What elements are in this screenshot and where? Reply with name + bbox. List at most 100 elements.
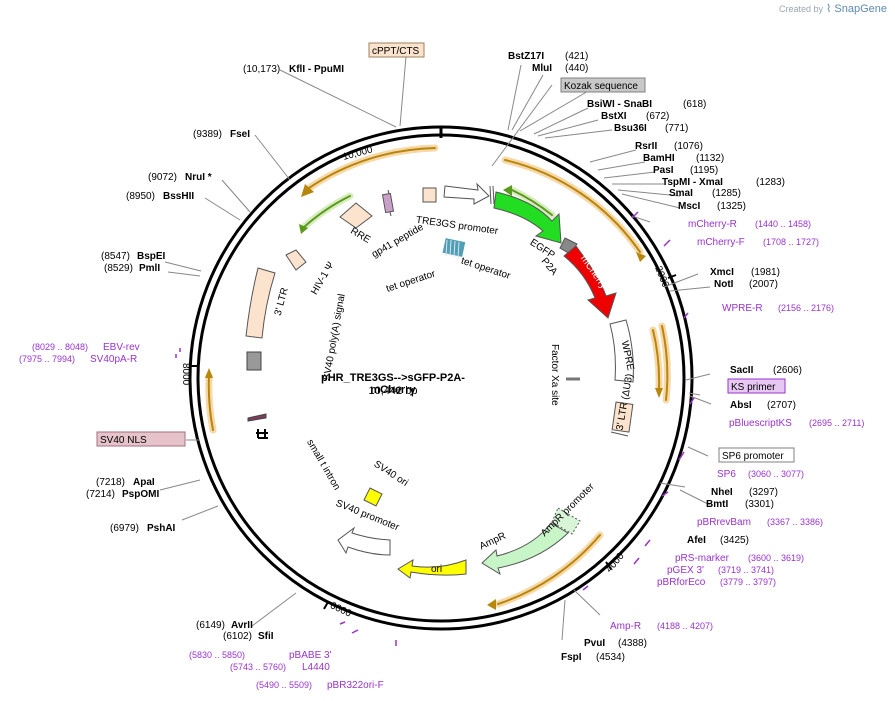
enzyme-pmli: PmlI bbox=[139, 263, 160, 274]
svg-text:(3367 .. 3386): (3367 .. 3386) bbox=[767, 517, 823, 527]
enzyme-kfli-ppumi: KflI - PpuMI bbox=[289, 64, 344, 75]
enzyme-nhei: NheI bbox=[711, 487, 733, 498]
sv40-polya-box bbox=[246, 351, 262, 371]
svg-text:(1440 .. 1458): (1440 .. 1458) bbox=[755, 219, 811, 229]
enzyme-rsrii: RsrII bbox=[635, 141, 657, 152]
enzyme-bspei: BspEI bbox=[137, 251, 166, 262]
boxed-labels: cPPT/CTS Kozak sequence KS primer SP6 pr… bbox=[96, 42, 795, 463]
label-gp41-peptide: gp41 peptide bbox=[370, 222, 426, 261]
boxed-kozak-bg bbox=[560, 77, 646, 93]
primer-pbabe-3: pBABE 3' bbox=[289, 650, 332, 661]
snapgene-logo-icon: ⌇ bbox=[826, 3, 832, 15]
enzyme-msci: MscI bbox=[678, 201, 700, 212]
plasmid-name: pHR_TRE3GS-->sGFP-P2A-mCherry bbox=[321, 372, 465, 396]
enzyme-sacii: SacII bbox=[730, 365, 754, 376]
svg-text:(421): (421) bbox=[565, 51, 588, 62]
enzyme-pvui: PvuI bbox=[584, 638, 605, 649]
svg-text:(3425): (3425) bbox=[720, 535, 749, 546]
svg-text:(440): (440) bbox=[565, 63, 588, 74]
svg-text:(618): (618) bbox=[683, 99, 706, 110]
svg-text:(8529): (8529) bbox=[104, 263, 133, 274]
enzyme-bsiwi-snabi: BsiWI - SnaBI bbox=[587, 99, 652, 110]
ltr-du3-box bbox=[611, 401, 634, 433]
label-rre: RRE bbox=[348, 226, 372, 246]
plasmid-length: 10,442 bp bbox=[368, 385, 418, 397]
enzyme-fsei: FseI bbox=[230, 129, 250, 140]
primer-pgex-3: pGEX 3' bbox=[667, 565, 704, 576]
ampr-arrow bbox=[481, 522, 569, 576]
svg-text:(3297): (3297) bbox=[749, 487, 778, 498]
small-t-intron-glyph bbox=[256, 429, 268, 439]
svg-text:(1708 .. 1727): (1708 .. 1727) bbox=[763, 237, 819, 247]
boxed-kozak: Kozak sequence bbox=[564, 81, 638, 92]
label-factor-xa-site: Factor Xa site bbox=[549, 344, 560, 406]
primer-markers bbox=[175, 211, 695, 646]
label-p2a: P2A bbox=[539, 256, 560, 278]
tre3gs-promoter-arrow bbox=[443, 182, 490, 205]
gp41-box bbox=[381, 192, 395, 214]
svg-text:(1132): (1132) bbox=[696, 153, 724, 164]
svg-text:(3060 .. 3077): (3060 .. 3077) bbox=[748, 469, 804, 479]
primer-wpre-r: WPRE-R bbox=[722, 303, 763, 314]
leader-lines bbox=[159, 44, 712, 641]
primer-pbrrevbam: pBRrevBam bbox=[697, 517, 751, 528]
label-3-ltr: 3' LTR bbox=[273, 287, 291, 317]
svg-text:(3779 .. 3797): (3779 .. 3797) bbox=[720, 577, 776, 587]
arc-arrowheads bbox=[205, 184, 663, 610]
sv40-ori-box bbox=[363, 487, 383, 507]
ltr-3-box bbox=[245, 267, 276, 339]
label-tet-operator-2: tet operator bbox=[460, 256, 513, 282]
enzyme-apai: ApaI bbox=[133, 477, 155, 488]
primer-ebv-rev: EBV-rev bbox=[103, 342, 140, 353]
primer-prs-marker: pRS-marker bbox=[675, 553, 730, 564]
label-sv40-ori: SV40 ori bbox=[372, 459, 410, 489]
svg-text:(7218): (7218) bbox=[96, 477, 125, 488]
snapgene-watermark: Created by ⌇ SnapGene bbox=[779, 2, 887, 16]
boxed-ks-primer: KS primer bbox=[731, 382, 776, 393]
svg-text:(5743 .. 5760): (5743 .. 5760) bbox=[230, 662, 286, 672]
enzyme-pasi: PasI bbox=[653, 165, 674, 176]
enzyme-sfii: SfiI bbox=[258, 631, 274, 642]
sv40-promoter-arrow bbox=[337, 526, 391, 556]
enzyme-pshai: PshAI bbox=[147, 523, 176, 534]
svg-text:(6149): (6149) bbox=[196, 620, 225, 631]
svg-text:(2007): (2007) bbox=[749, 279, 778, 290]
enzyme-nrui: NruI * bbox=[185, 172, 212, 183]
primer-sp6: SP6 bbox=[717, 469, 736, 480]
svg-text:(3301): (3301) bbox=[745, 499, 774, 510]
svg-text:(2606): (2606) bbox=[773, 365, 802, 376]
enzyme-smai: SmaI bbox=[669, 188, 693, 199]
primer-pbr322ori-f: pBR322ori-F bbox=[327, 680, 384, 691]
enzyme-bstz17i: BstZ17I bbox=[508, 51, 544, 62]
boxed-sp6-promoter-bg bbox=[718, 447, 795, 463]
enzyme-bamhi: BamHI bbox=[643, 153, 675, 164]
boxed-cppt-cts-bg bbox=[368, 42, 425, 58]
svg-text:(1325): (1325) bbox=[717, 201, 746, 212]
svg-text:(9072): (9072) bbox=[148, 172, 177, 183]
svg-text:(2695 .. 2711): (2695 .. 2711) bbox=[809, 418, 864, 428]
label-tre3gs-promoter: TRE3GS promoter bbox=[415, 215, 499, 238]
label-ori: ori bbox=[431, 564, 442, 575]
outer-arcs bbox=[205, 144, 671, 608]
tet-operator-stripes bbox=[442, 238, 466, 259]
svg-text:(7975 .. 7994): (7975 .. 7994) bbox=[19, 354, 75, 364]
svg-text:(1981): (1981) bbox=[751, 267, 780, 278]
svg-text:(8547): (8547) bbox=[101, 251, 130, 262]
svg-text:(5490 .. 5509): (5490 .. 5509) bbox=[256, 680, 312, 690]
svg-text:(1285): (1285) bbox=[712, 188, 741, 199]
enzyme-afei: AfeI bbox=[687, 535, 706, 546]
egfp-arrow bbox=[493, 191, 562, 244]
svg-text:(4388): (4388) bbox=[618, 638, 647, 649]
svg-text:(3600 .. 3619): (3600 .. 3619) bbox=[748, 553, 804, 563]
svg-text:(3719 .. 3741): (3719 .. 3741) bbox=[718, 565, 774, 575]
enzyme-bsu36i: Bsu36I bbox=[614, 123, 647, 134]
snapgene-brand: SnapGene bbox=[834, 2, 887, 15]
primer-mcherry-r: mCherry-R bbox=[688, 219, 737, 230]
primer-amp-r: Amp-R bbox=[610, 621, 641, 632]
ampr-promoter-box bbox=[551, 507, 581, 535]
svg-text:(771): (771) bbox=[665, 123, 688, 134]
svg-text:(672): (672) bbox=[646, 111, 669, 122]
rre-box bbox=[339, 202, 373, 229]
ori-arrow bbox=[397, 559, 467, 579]
